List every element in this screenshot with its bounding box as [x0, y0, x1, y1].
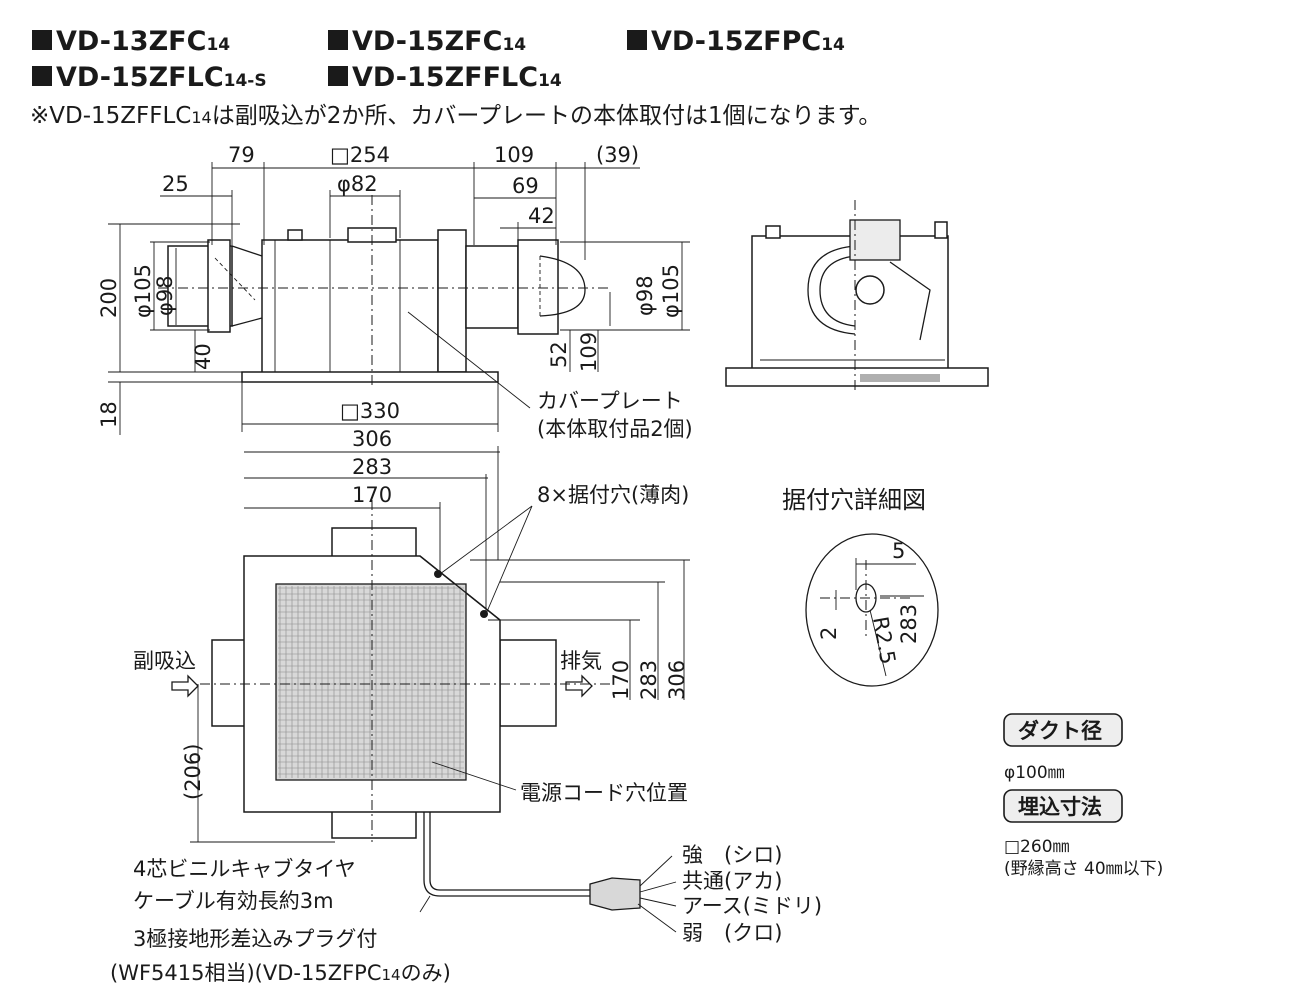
dim-283-vertical: 283	[637, 660, 661, 700]
cover-plate	[241, 371, 499, 383]
model-name-4: VD-15ZFLC14-S	[56, 62, 267, 93]
top-duct	[331, 527, 417, 559]
detail-dim-2: 2	[817, 627, 841, 640]
dim-254: □254	[330, 143, 390, 167]
dim-phi98-left: φ98	[153, 275, 177, 316]
model-list: VD-13ZFC14 VD-15ZFC14 VD-15ZFPC14 VD-15Z…	[32, 26, 845, 93]
model-note: ※VD-15ZFFLC14は副吸込が2か所、カバープレートの本体取付は1個になり…	[30, 103, 881, 129]
dim-330: □330	[340, 399, 400, 423]
duct-size-label: ダクト径	[1018, 719, 1102, 743]
dim-79: 79	[228, 143, 255, 167]
exhaust-label: 排気	[560, 649, 602, 673]
power-cable	[423, 812, 590, 897]
plug-label-2: (WF5415相当)(VD-15ZFPC14のみ)	[110, 961, 451, 985]
right-duct	[465, 245, 519, 329]
top-view: 306 283 170 8×据付穴(薄肉) 170 283 306 (206) …	[110, 427, 822, 985]
right-exhaust-duct	[499, 639, 557, 727]
duct-size-value: φ100㎜	[1004, 763, 1065, 783]
exhaust-arrow-icon	[565, 674, 593, 698]
side-view	[725, 200, 989, 390]
dim-25: 25	[162, 172, 189, 196]
fan-body	[261, 239, 439, 377]
dim-306-vertical: 306	[665, 660, 689, 700]
cable-label-1: 4芯ビニルキャブタイヤ	[133, 857, 356, 881]
dim-40: 40	[191, 343, 215, 370]
power-cord-hole-label: 電源コード穴位置	[520, 781, 688, 805]
bullet-square-icon	[328, 30, 348, 50]
dim-18: 18	[97, 401, 121, 428]
wire-earth-label: アース(ミドリ)	[682, 894, 822, 918]
front-view: 79 □254 109 (39) 25 φ82 69 42 200 18 φ10…	[97, 143, 693, 441]
bullet-square-icon	[328, 66, 348, 86]
embed-size-label: 埋込寸法	[1018, 795, 1102, 819]
detail-outline	[805, 533, 939, 687]
bullet-square-icon	[32, 30, 52, 50]
dim-170-vertical: 170	[609, 660, 633, 700]
dim-109-vertical: 109	[577, 332, 601, 372]
mount-holes-label: 8×据付穴(薄肉)	[537, 483, 689, 507]
detail-title: 据付穴詳細図	[782, 486, 926, 514]
side-cover-plate	[725, 367, 989, 387]
embed-size-badge	[1003, 789, 1123, 823]
dim-170: 170	[352, 483, 392, 507]
embed-size-value: □260㎜	[1004, 837, 1070, 857]
wire-weak-label: 弱 (クロ)	[682, 921, 782, 945]
bullet-square-icon	[32, 66, 52, 86]
aux-intake-label: 副吸込	[133, 649, 196, 673]
model-name-1: VD-13ZFC14	[56, 26, 230, 57]
spec-panel: ダクト径 φ100㎜ 埋込寸法 □260㎜ (野縁高さ 40㎜以下)	[1003, 713, 1163, 879]
cable-label-2: ケーブル有効長約3m	[133, 889, 334, 913]
left-intake-duct	[211, 639, 247, 727]
mount-hole-icon	[434, 570, 442, 578]
model-name-5: VD-15ZFFLC14	[352, 62, 562, 93]
dim-206: (206)	[181, 744, 205, 800]
embed-size-note: (野縁高さ 40㎜以下)	[1004, 859, 1163, 879]
model-name-3: VD-15ZFPC14	[651, 26, 845, 57]
detail-dim-5: 5	[892, 539, 905, 563]
detail-dim-283: 283	[897, 604, 921, 644]
mount-hole-detail: 据付穴詳細図 5 2 R2.5 283	[782, 486, 939, 687]
wire-strong-label: 強 (シロ)	[682, 843, 782, 867]
detail-dim-r25: R2.5	[868, 615, 900, 666]
intake-grille	[275, 583, 467, 781]
dim-109: 109	[494, 143, 534, 167]
bottom-duct	[331, 809, 417, 839]
dim-phi105-left: φ105	[131, 264, 155, 318]
dim-200: 200	[97, 278, 121, 318]
dim-52: 52	[547, 341, 571, 368]
cover-plate-sub-label: (本体取付品2個)	[537, 417, 693, 441]
dim-42: 42	[528, 204, 555, 228]
dim-phi105-right: φ105	[659, 264, 683, 318]
duct-size-badge	[1003, 713, 1123, 747]
plug-icon	[589, 877, 641, 911]
dim-82: φ82	[337, 172, 378, 196]
model-name-2: VD-15ZFC14	[352, 26, 526, 57]
cover-plate-label: カバープレート	[537, 389, 683, 413]
dim-283: 283	[352, 455, 392, 479]
plug-label-1: 3極接地形差込みプラグ付	[133, 927, 377, 951]
intake-arrow-icon	[171, 674, 199, 698]
dim-phi98-right: φ98	[633, 275, 657, 316]
dim-306: 306	[352, 427, 392, 451]
wire-common-label: 共通(アカ)	[682, 869, 782, 893]
bullet-square-icon	[627, 30, 647, 50]
dim-69: 69	[512, 174, 539, 198]
dim-39: (39)	[596, 143, 639, 167]
